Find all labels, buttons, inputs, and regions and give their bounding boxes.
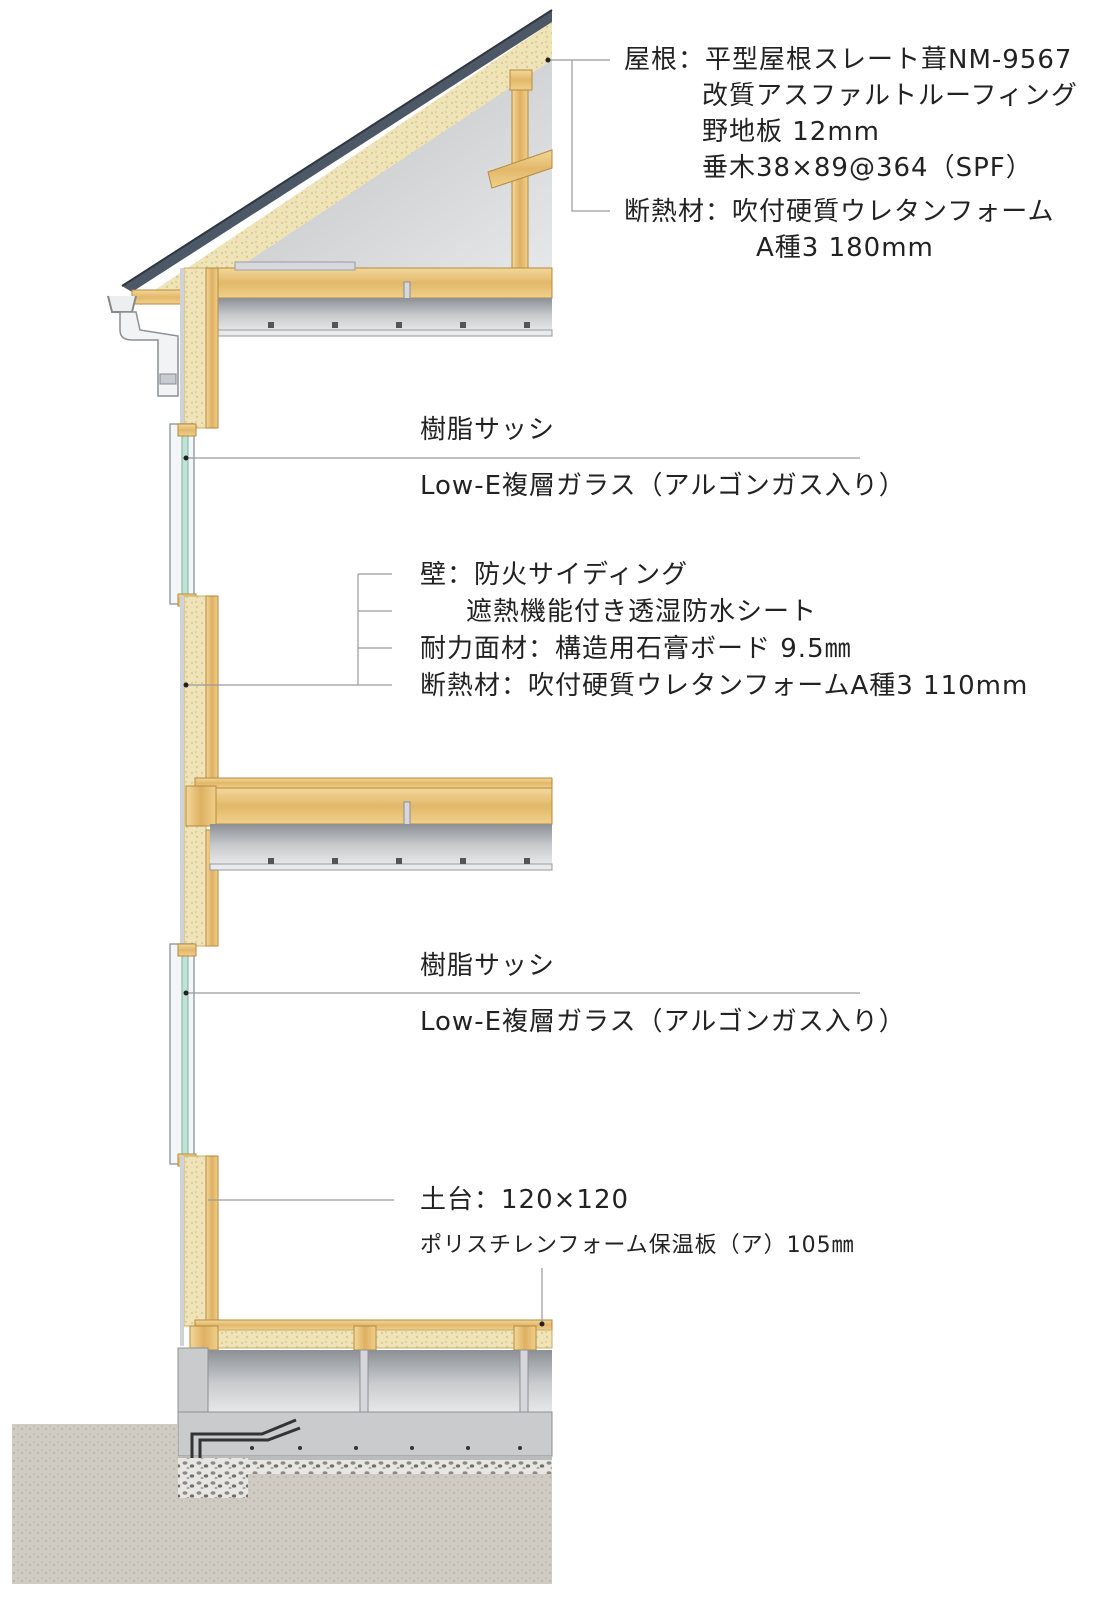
sill-plate (189, 1325, 219, 1351)
ground (12, 1424, 552, 1584)
roof-spec-line2: 改質アスファルトルーフィング (702, 81, 1078, 111)
crawl-space (206, 1349, 552, 1415)
second-floor (185, 777, 553, 871)
roof-slate (122, 10, 552, 292)
roof-spec-line4: 垂木38×89@364（SPF） (702, 153, 1033, 183)
gutter-downpipe (107, 295, 179, 397)
roof-brace (487, 149, 553, 189)
lower-sash-label: 樹脂サッシ (420, 951, 556, 981)
upper-glass-label: Low-E複層ガラス（アルゴンガス入り） (420, 471, 906, 501)
ceiling-joist (194, 267, 553, 299)
lower-window (169, 943, 197, 1167)
roof-spec-line3: 野地板 12mm (702, 117, 881, 147)
roof-insulation-line1: 断熱材：吹付硬質ウレタンフォーム (624, 197, 1055, 227)
roof-assembly (121, 9, 553, 337)
top-floor-ceiling (210, 298, 552, 332)
wall-bearing-panel-label: 耐力面材：構造用石膏ボード 9.5㎜ (420, 634, 852, 664)
middle-wall (180, 595, 219, 947)
upper-window (169, 423, 197, 607)
foundation (177, 1347, 553, 1474)
roof-spec-line1: 屋根：平型屋根スレート葺NM-9567 (624, 45, 1073, 75)
leader-lines (186, 59, 860, 1324)
upper-wall (180, 267, 219, 429)
wall-siding-label: 壁：防火サイディング (420, 560, 689, 590)
ground-floor (189, 1319, 553, 1351)
upper-sash-label: 樹脂サッシ (420, 415, 556, 445)
roof-insulation-line2: A種3 180mm (756, 233, 934, 263)
roof-insulation (140, 22, 552, 305)
leader-dots (183, 57, 551, 1327)
lower-wall (180, 1155, 219, 1346)
wall-insulation-label: 断熱材：吹付硬質ウレタンフォームA種3 110mm (420, 671, 1029, 701)
floor-insulation-label: ポリスチレンフォーム保温板（ア）105㎜ (420, 1233, 855, 1258)
sill-label: 土台：120×120 (420, 1185, 630, 1215)
wall-sheet-label: 遮熱機能付き透湿防水シート (466, 597, 818, 627)
lower-glass-label: Low-E複層ガラス（アルゴンガス入り） (420, 1007, 906, 1037)
